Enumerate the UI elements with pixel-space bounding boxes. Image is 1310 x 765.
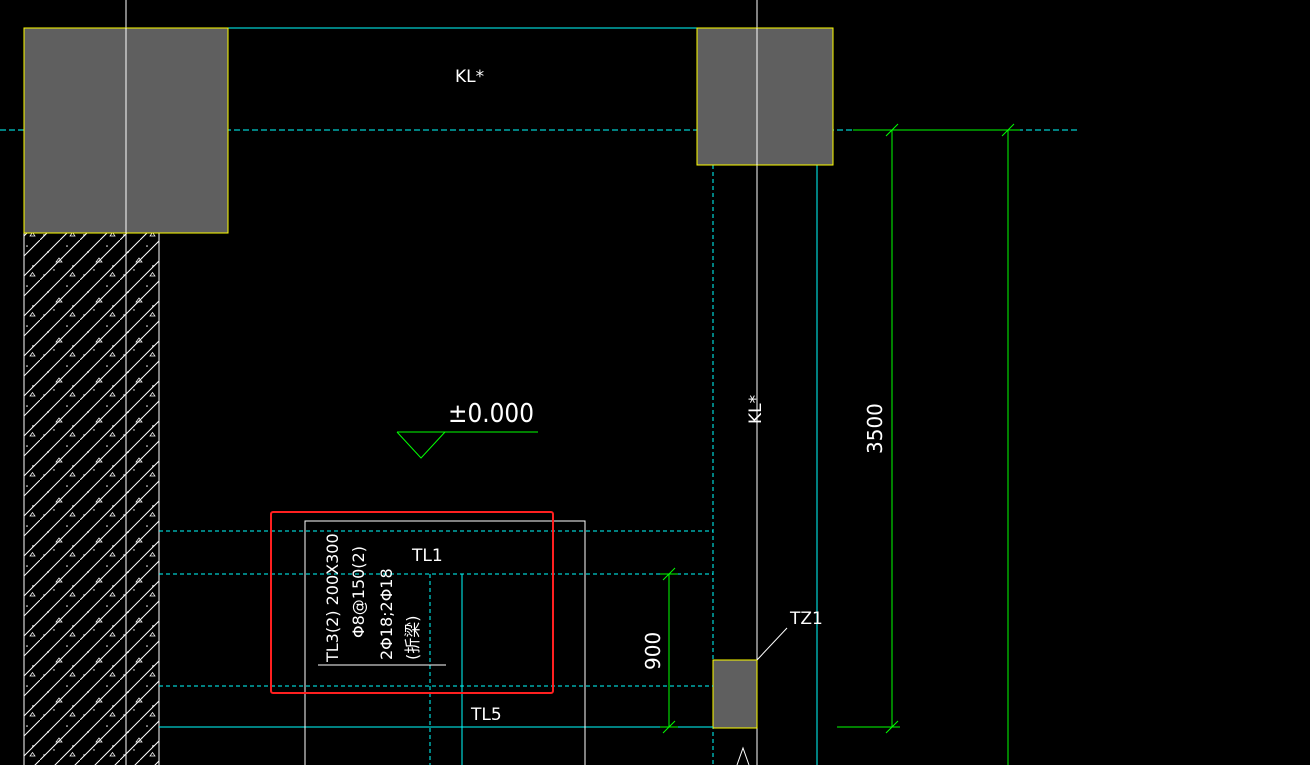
dim-vertical-landing: 900 xyxy=(641,632,665,670)
stair-arrow-icon xyxy=(736,746,750,765)
label-stair-column: TZ1 xyxy=(789,609,823,629)
stair-outline xyxy=(304,520,586,765)
label-beam-right: KL* xyxy=(746,395,766,424)
tz1-leader xyxy=(756,627,788,661)
left-concrete-wall xyxy=(23,233,160,765)
annotation-line1: TL3(2) 200X300 xyxy=(323,533,342,663)
stair-beam-lines xyxy=(159,520,788,765)
label-elevation: ±0.000 xyxy=(448,399,534,429)
annotation-line2: Φ8@150(2) xyxy=(349,546,368,638)
stair-column-tz1 xyxy=(712,659,758,729)
label-stair-beam-1: TL1 xyxy=(411,546,443,566)
text-labels: KL* ±0.000 TL1 TL5 TZ1 KL* 3500 900 TL3(… xyxy=(323,67,887,725)
column-top-right xyxy=(696,27,834,166)
highlight-box xyxy=(270,511,554,694)
dimension-lines xyxy=(396,123,1020,765)
annotation-line3: 2Φ18;2Φ18 xyxy=(377,568,396,660)
label-stair-beam-5: TL5 xyxy=(470,705,502,725)
annotation-line4: (折梁) xyxy=(403,616,422,661)
columns xyxy=(23,27,834,729)
dim-vertical-total: 3500 xyxy=(863,403,887,454)
elevation-triangle-icon xyxy=(396,431,446,459)
label-beam-top: KL* xyxy=(455,67,484,87)
